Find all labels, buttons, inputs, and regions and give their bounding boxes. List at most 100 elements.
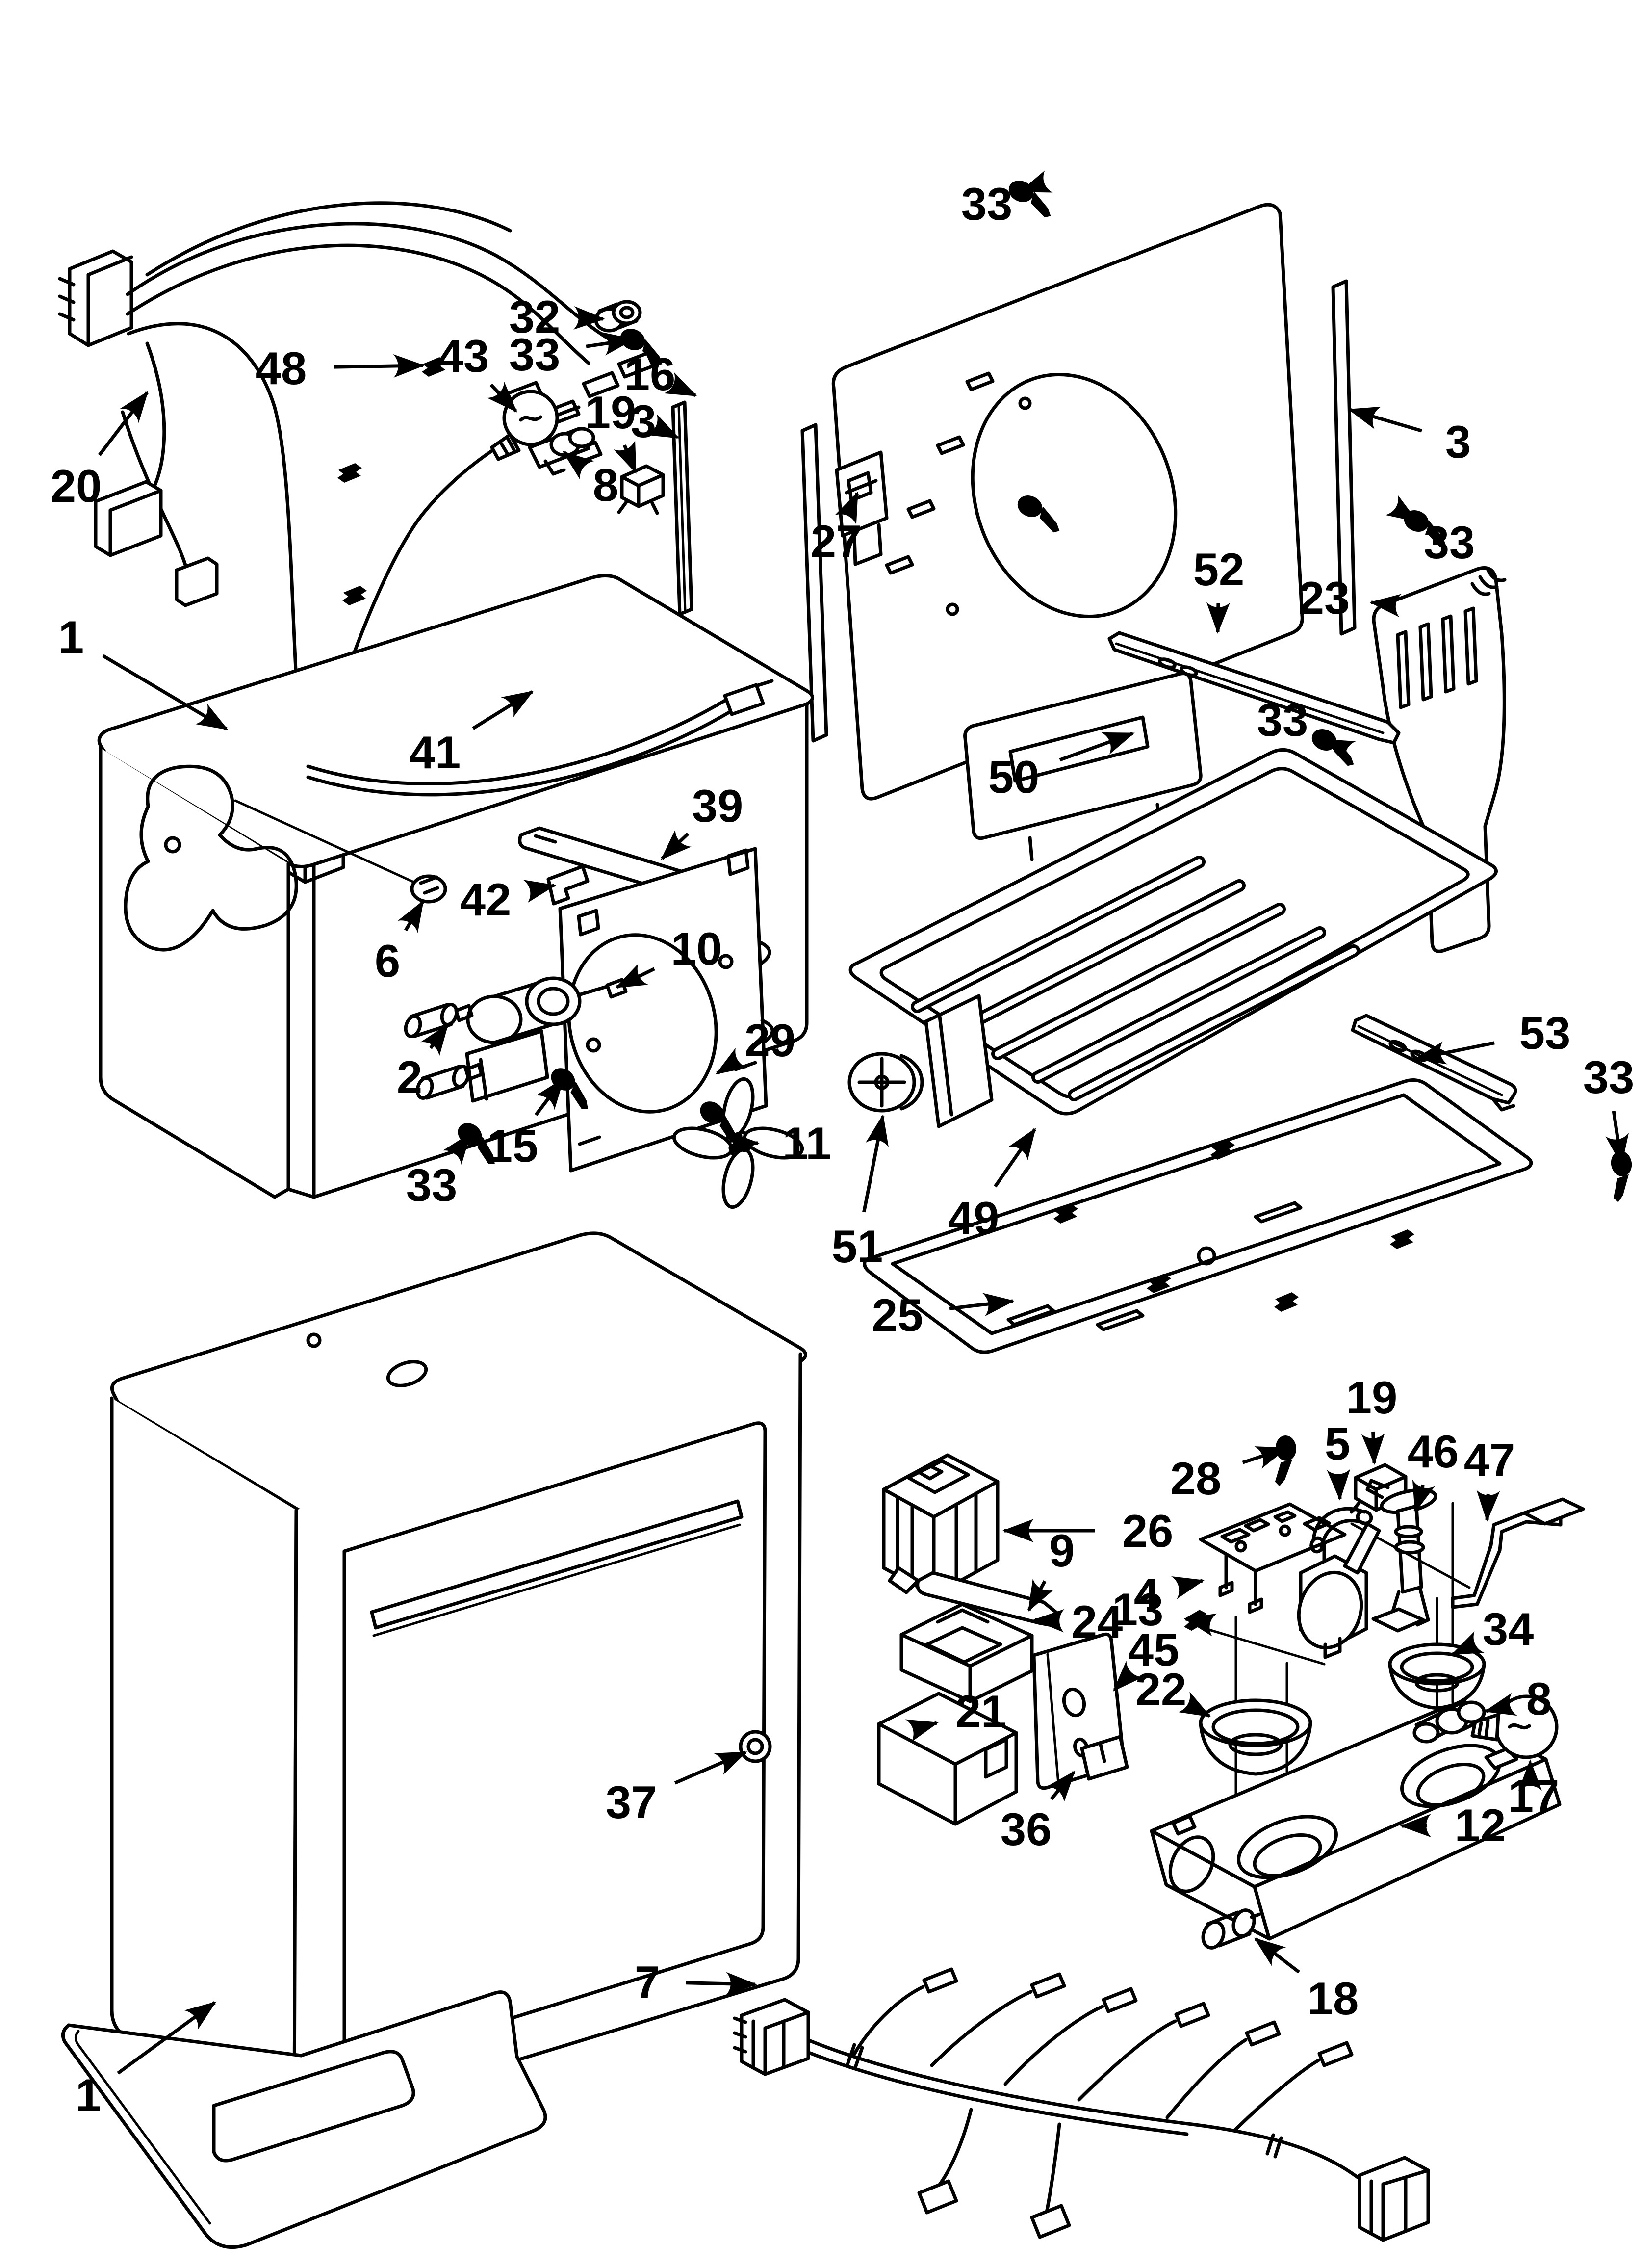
callout-15-arrow xyxy=(534,1077,564,1116)
callout-49-arrow xyxy=(994,1127,1036,1188)
callout-15: 15 xyxy=(487,1077,564,1172)
callout-33: 33 xyxy=(1257,694,1356,763)
lamp-18-drawing xyxy=(1201,1908,1261,1950)
callout-8-arrow xyxy=(562,451,595,480)
callout-21: 21 xyxy=(905,1686,1007,1742)
callout-48-arrow xyxy=(334,354,425,378)
callout-17: 17 xyxy=(1508,1759,1559,1822)
trim-strip-3-left-drawing xyxy=(671,400,693,616)
callout-53-label: 53 xyxy=(1519,1007,1571,1059)
drain-hose-5-drawing xyxy=(1309,1507,1373,1554)
control-board-4-drawing xyxy=(1199,1502,1347,1614)
callout-37: 37 xyxy=(606,1750,747,1828)
heater-wire-41-drawing xyxy=(306,679,774,797)
callout-48-label: 48 xyxy=(256,342,307,394)
callout-26-label: 26 xyxy=(1122,1505,1174,1557)
callout-33-arrow xyxy=(586,332,635,356)
callout-10: 10 xyxy=(615,923,722,989)
callout-9-arrow xyxy=(1027,1578,1053,1612)
callout-6: 6 xyxy=(375,900,425,987)
callout-33-arrow xyxy=(1019,170,1053,193)
callout-12-arrow xyxy=(1400,1814,1432,1838)
callout-2-arrow xyxy=(420,1023,449,1056)
callout-3: 3 xyxy=(631,395,680,447)
callout-41-label: 41 xyxy=(410,727,461,778)
callout-5-arrow xyxy=(1327,1469,1351,1501)
callout-53-arrow xyxy=(1414,1041,1495,1065)
callout-16: 16 xyxy=(624,348,697,400)
callout-3-arrow xyxy=(646,414,680,440)
callout-13-label: 13 xyxy=(1112,1584,1164,1635)
callout-32: 32 xyxy=(509,291,605,342)
callout-36-arrow xyxy=(1046,1770,1076,1802)
callout-12-label: 12 xyxy=(1455,1799,1506,1851)
callout-39-label: 39 xyxy=(692,780,744,832)
callout-2: 2 xyxy=(397,1023,449,1103)
callout-1-arrow xyxy=(102,654,229,731)
evaporator-tray-49-drawing xyxy=(847,748,1498,1128)
callout-52: 52 xyxy=(1193,544,1245,634)
callout-7-label: 7 xyxy=(635,1956,660,2008)
callout-46: 46 xyxy=(1408,1426,1459,1513)
callout-25-label: 25 xyxy=(872,1289,924,1341)
callout-20-label: 20 xyxy=(51,460,102,512)
callout-19-arrow xyxy=(613,440,638,474)
plate-36-drawing xyxy=(1080,1735,1129,1781)
callout-18: 18 xyxy=(1254,1937,1359,2024)
callout-28-arrow xyxy=(1242,1446,1288,1469)
callout-50-label: 50 xyxy=(988,751,1040,803)
callout-6-arrow xyxy=(397,900,425,933)
water-valve-46-drawing xyxy=(1365,1479,1437,1633)
callout-32-label: 32 xyxy=(509,291,561,342)
callout-20: 20 xyxy=(51,391,149,512)
callout-39-arrow xyxy=(661,830,692,860)
lamp-socket-8b-drawing xyxy=(1412,1699,1486,1744)
callout-1: 1 xyxy=(76,2001,217,2121)
callout-46-arrow xyxy=(1412,1479,1435,1513)
callout-8-label: 8 xyxy=(1526,1673,1552,1724)
callout-5-label: 5 xyxy=(1325,1418,1350,1469)
callout-47: 47 xyxy=(1464,1434,1515,1522)
callout-51: 51 xyxy=(832,1114,889,1272)
callout-24: 24 xyxy=(1033,1596,1123,1647)
callout-36-label: 36 xyxy=(1001,1803,1052,1855)
rear-panel-16-drawing xyxy=(800,203,1357,801)
callout-23: 23 xyxy=(1299,572,1402,624)
callout-42-arrow xyxy=(523,880,556,903)
callout-33: 33 xyxy=(1385,495,1475,568)
callout-28-label: 28 xyxy=(1170,1453,1222,1504)
diagram-artwork xyxy=(58,176,1638,2249)
light-cup-22-drawing xyxy=(1199,1698,1312,1776)
callout-7-arrow xyxy=(685,1972,757,1996)
callout-36: 36 xyxy=(1001,1770,1076,1855)
callout-19-label: 19 xyxy=(1346,1372,1398,1423)
callout-29: 29 xyxy=(715,1015,795,1075)
callout-8-label: 8 xyxy=(593,459,618,511)
callout-11: 11 xyxy=(728,1118,831,1169)
rail-52-drawing xyxy=(1107,631,1401,745)
callout-23-label: 23 xyxy=(1299,572,1350,624)
door-switch-19-drawing xyxy=(617,464,665,515)
callout-33: 33 xyxy=(406,1132,471,1211)
callout-33-label: 33 xyxy=(1583,1051,1635,1103)
fan-motor-bracket-drawing xyxy=(1297,1522,1381,1659)
callout-27-label: 27 xyxy=(811,516,862,567)
callout-34: 34 xyxy=(1451,1603,1534,1656)
callout-41: 41 xyxy=(410,690,534,778)
callout-43-arrow xyxy=(487,381,517,413)
bottom-wiring-harness-drawing xyxy=(733,1967,1430,2242)
callout-8-arrow xyxy=(1484,1693,1517,1716)
callout-42-label: 42 xyxy=(460,874,512,925)
callout-21-label: 21 xyxy=(955,1686,1007,1737)
callout-33-arrow xyxy=(1605,1111,1629,1166)
lamp-socket-8-drawing xyxy=(528,427,595,476)
callout-37-label: 37 xyxy=(606,1776,657,1828)
callout-37-arrow xyxy=(674,1750,747,1785)
callout-19-arrow xyxy=(1361,1431,1385,1465)
clip-13-drawing xyxy=(1182,1609,1326,1666)
callout-46-label: 46 xyxy=(1408,1426,1459,1477)
callout-52-label: 52 xyxy=(1193,544,1245,595)
callout-18-label: 18 xyxy=(1308,1973,1359,2024)
